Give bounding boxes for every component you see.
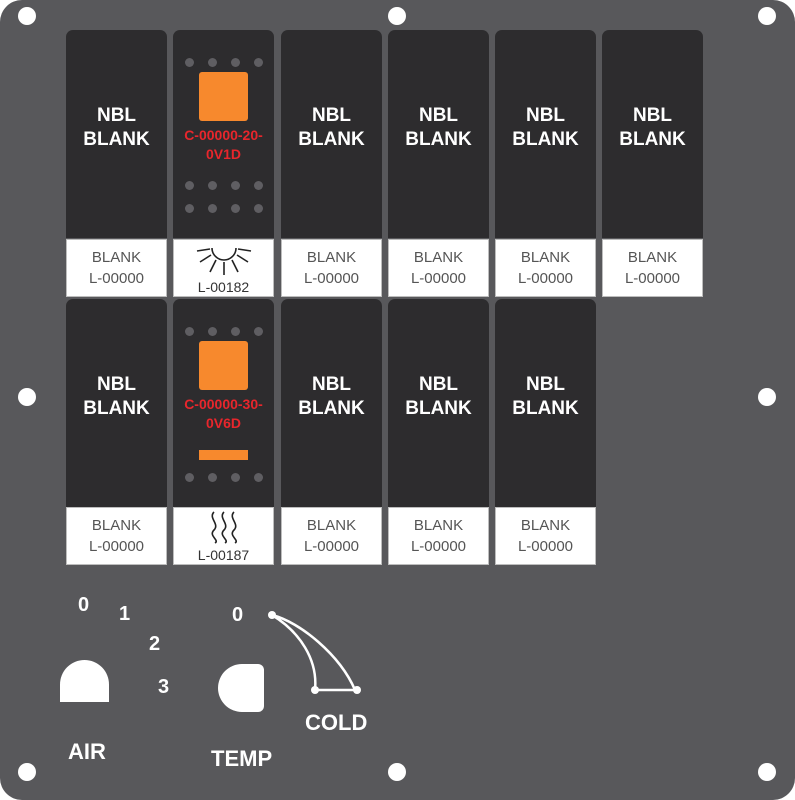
label-code: L-00182 [197,279,250,295]
air-label: AIR [68,739,106,764]
label-code: L-00187 [197,547,250,563]
switch-line2: BLANK [83,398,150,419]
blank-switch-r1-3[interactable]: NBL BLANK [281,30,382,238]
air-position-1: 1 [119,603,131,625]
blank-switch-r1-4[interactable]: NBL BLANK [388,30,489,238]
switch-line2: BLANK [405,129,472,150]
switch-label-r1-3: BLANK L-00000 [281,239,382,297]
mounting-hole [758,763,776,781]
switch-line2: BLANK [298,129,365,150]
switch-label-r2-1: BLANK L-00000 [66,507,167,565]
switch-label-r2-4: BLANK L-00000 [388,507,489,565]
switch-line2: BLANK [512,398,579,419]
label-line1: BLANK [413,249,464,266]
switch-line2: BLANK [405,398,472,419]
mounting-hole [758,388,776,406]
label-line2: L-00000 [624,270,681,287]
heat-icon [211,511,237,544]
switch-line2: BLANK [83,129,150,150]
switch-line1: NBL [96,105,137,126]
label-line1: BLANK [520,249,571,266]
switch-label-r2-3: BLANK L-00000 [281,507,382,565]
mounting-hole [18,388,36,406]
label-line1: BLANK [627,249,678,266]
air-position-2: 2 [149,633,161,655]
switch-code-line1: C-00000-20- [184,127,263,143]
air-position-3: 3 [158,676,170,698]
indicator-bar [199,450,248,460]
air-knob[interactable] [60,660,109,702]
switch-line1: NBL [311,374,352,395]
indicator-lamp [199,72,248,121]
switch-line1: NBL [418,374,459,395]
air-position-0: 0 [78,594,90,616]
switch-line1: NBL [418,105,459,126]
rocker-switch-lighting[interactable]: C-00000-20- 0V1D [173,30,274,238]
switch-label-heat: L-00187 [173,507,274,565]
switch-code-line2: 0V1D [205,146,242,162]
mounting-hole [758,7,776,25]
temp-knob[interactable] [218,664,264,712]
switch-label-r2-5: BLANK L-00000 [495,507,596,565]
mounting-hole [18,7,36,25]
label-line1: BLANK [91,249,142,266]
switch-code-line1: C-00000-30- [184,396,263,412]
switch-label-r1-1: BLANK L-00000 [66,239,167,297]
switch-code-line2: 0V6D [205,415,242,431]
switch-line2: BLANK [619,129,686,150]
label-line1: BLANK [413,517,464,534]
label-line1: BLANK [306,517,357,534]
switch-label-r1-6: BLANK L-00000 [602,239,703,297]
cold-label: COLD [305,710,368,735]
switch-line1: NBL [311,105,352,126]
mounting-hole [18,763,36,781]
indicator-lamp [199,341,248,390]
label-line1: BLANK [306,249,357,266]
label-line2: L-00000 [410,538,467,555]
temp-label: TEMP [211,746,273,771]
blank-switch-r1-6[interactable]: NBL BLANK [602,30,703,238]
label-line2: L-00000 [88,270,145,287]
switch-line1: NBL [96,374,137,395]
switch-line1: NBL [525,374,566,395]
mounting-hole [388,7,406,25]
blank-switch-r2-4[interactable]: NBL BLANK [388,299,489,507]
rocker-switch-heat[interactable]: C-00000-30- 0V6D [173,299,274,507]
blank-switch-r2-3[interactable]: NBL BLANK [281,299,382,507]
label-line2: L-00000 [303,270,360,287]
light-icon [196,247,252,275]
label-line1: BLANK [520,517,571,534]
switch-line1: NBL [525,105,566,126]
switch-label-lighting: L-00182 [173,239,274,297]
label-line2: L-00000 [303,538,360,555]
label-line1: BLANK [91,517,142,534]
switch-line1: NBL [632,105,673,126]
switch-label-r1-5: BLANK L-00000 [495,239,596,297]
blank-switch-r1-1[interactable]: NBL BLANK [66,30,167,238]
blank-switch-r1-5[interactable]: NBL BLANK [495,30,596,238]
blank-switch-r2-1[interactable]: NBL BLANK [66,299,167,507]
blank-switch-r2-5[interactable]: NBL BLANK [495,299,596,507]
switch-line2: BLANK [298,398,365,419]
switch-label-r1-4: BLANK L-00000 [388,239,489,297]
label-line2: L-00000 [517,270,574,287]
mounting-hole [388,763,406,781]
switch-line2: BLANK [512,129,579,150]
label-line2: L-00000 [88,538,145,555]
label-line2: L-00000 [410,270,467,287]
label-line2: L-00000 [517,538,574,555]
temp-position-0: 0 [232,604,244,626]
